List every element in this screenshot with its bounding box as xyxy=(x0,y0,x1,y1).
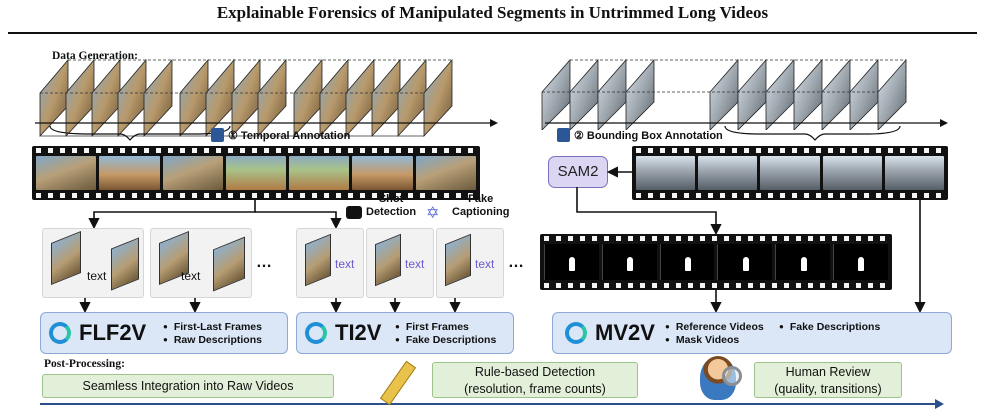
frame-thumbnail xyxy=(375,233,401,287)
ti2v-input-card: text xyxy=(296,228,364,298)
film-frame xyxy=(760,156,820,190)
fake-captioning-label: Fake Captioning xyxy=(452,193,510,218)
camera-icon xyxy=(346,206,362,219)
mask-frame xyxy=(775,244,831,280)
rule-detection-box: Rule-based Detection (resolution, frame … xyxy=(432,362,638,398)
model-name: FLF2V xyxy=(79,320,147,345)
frame-thumbnail xyxy=(111,237,139,291)
shot-detection-label: Shot Detection xyxy=(366,193,417,218)
ti2v-model-box: TI2V First Frames Fake Descriptions xyxy=(296,312,514,354)
model-bullet: Fake Descriptions xyxy=(395,334,496,347)
film-frame xyxy=(415,156,476,190)
film-frame xyxy=(99,156,160,190)
model-logo-icon xyxy=(305,322,327,344)
frame-thumbnail xyxy=(213,236,245,292)
text-label: text xyxy=(87,269,107,283)
model-bullet: First-Last Frames xyxy=(163,321,262,334)
rule-detection-detail: (resolution, frame counts) xyxy=(464,382,606,396)
film-frame xyxy=(225,156,287,190)
frame-thumbnail xyxy=(445,233,471,287)
temporal-annotation-label: ① Temporal Annotation xyxy=(228,130,351,142)
data-generation-label: Data Generation: xyxy=(52,50,138,62)
rule-detection-title: Rule-based Detection xyxy=(474,365,596,379)
model-logo-icon xyxy=(49,322,71,344)
human-review-box: Human Review (quality, transitions) xyxy=(754,362,902,398)
ti2v-input-card: text xyxy=(436,228,504,298)
annotation-tool-icon-right xyxy=(557,128,570,142)
model-bullet: Fake Descriptions xyxy=(779,321,880,334)
frame-thumbnail xyxy=(305,233,331,287)
right-video-stack xyxy=(541,58,907,130)
captioning-model-icon: ✡ xyxy=(426,205,440,222)
flf2v-input-card: text xyxy=(42,228,144,298)
flf2v-input-card: text xyxy=(150,228,252,298)
left-timeline xyxy=(35,119,498,141)
text-label: text xyxy=(335,257,355,271)
film-frame xyxy=(36,156,97,190)
left-video-stack xyxy=(39,58,453,138)
film-frame xyxy=(822,156,882,190)
human-review-title: Human Review xyxy=(785,365,871,379)
mask-frame xyxy=(717,244,773,280)
model-name: MV2V xyxy=(595,320,655,345)
mv2v-model-box: MV2V Reference Videos Fake Descriptions … xyxy=(552,312,952,354)
film-frame xyxy=(352,156,413,190)
seamless-integration-box: Seamless Integration into Raw Videos xyxy=(42,374,334,398)
mask-film-strip xyxy=(540,234,892,290)
mask-frame xyxy=(659,244,715,280)
mask-frame xyxy=(833,244,888,280)
title-rule xyxy=(8,32,977,34)
ti2v-ellipsis: … xyxy=(508,254,526,271)
text-label: text xyxy=(405,257,425,271)
right-film-strip xyxy=(632,146,948,200)
mask-frame xyxy=(544,244,599,280)
sam2-box: SAM2 xyxy=(548,156,608,188)
model-bullet: Mask Videos xyxy=(665,334,739,347)
mask-frame xyxy=(601,244,657,280)
flf2v-model-box: FLF2V First-Last Frames Raw Descriptions xyxy=(40,312,288,354)
flf2v-ellipsis: … xyxy=(256,254,274,271)
annotation-tool-icon xyxy=(211,128,224,142)
human-review-detail: (quality, transitions) xyxy=(774,382,882,396)
model-bullet: Reference Videos xyxy=(665,321,764,334)
model-bullet: Raw Descriptions xyxy=(163,334,262,347)
film-frame xyxy=(698,156,758,190)
right-timeline xyxy=(545,119,948,141)
text-label: text xyxy=(181,269,201,283)
film-frame xyxy=(289,156,350,190)
model-bullet: First Frames xyxy=(395,321,469,334)
film-frame xyxy=(636,156,696,190)
film-frame xyxy=(162,156,223,190)
left-film-strip xyxy=(32,146,480,200)
post-processing-label: Post-Processing: xyxy=(44,358,125,370)
magnifier-icon xyxy=(722,366,742,386)
film-frame xyxy=(884,156,945,190)
page-title: Explainable Forensics of Manipulated Seg… xyxy=(216,3,769,22)
model-name: TI2V xyxy=(335,320,382,345)
text-label: text xyxy=(475,257,495,271)
frame-thumbnail xyxy=(51,230,81,286)
bbox-annotation-label: ② Bounding Box Annotation xyxy=(574,130,723,142)
ti2v-input-card: text xyxy=(366,228,434,298)
model-logo-icon xyxy=(565,322,587,344)
